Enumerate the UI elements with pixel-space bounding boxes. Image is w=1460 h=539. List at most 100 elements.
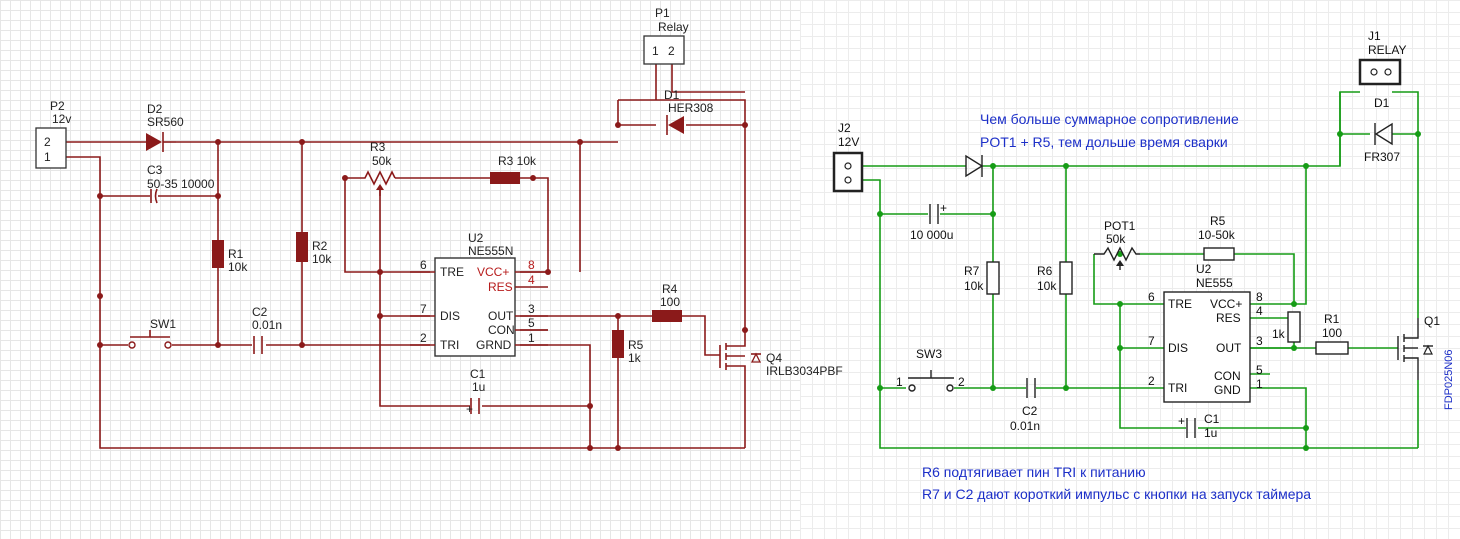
c3-value: 50-35 10000 xyxy=(147,177,215,191)
r5-resistor: R5 1k xyxy=(612,330,644,365)
u2-pin6-num: 6 xyxy=(420,258,427,272)
pot1-value: 50k xyxy=(1106,232,1126,246)
u2-pin7-num: 7 xyxy=(420,302,427,316)
sw3-pin1: 1 xyxy=(896,375,903,389)
r3pot-ref: R3 xyxy=(370,140,386,154)
u2-ne555: U2 NE555 6 TRE 7 DIS 2 TRI 8 VCC+ 4 RES … xyxy=(1148,262,1263,403)
q4-ref: Q4 xyxy=(766,351,782,365)
c-main-value: 10 000u xyxy=(910,228,953,242)
r6-ref: R6 xyxy=(1037,264,1053,278)
j2-connector: J2 12V xyxy=(832,121,864,193)
r4-ref: R4 xyxy=(662,282,678,296)
r6-value: 10k xyxy=(1037,279,1057,293)
c1r-value: 1u xyxy=(1204,426,1217,440)
sw1-button: SW1 xyxy=(128,317,176,349)
r7-resistor: R7 10k xyxy=(964,261,1000,295)
r1-value: 10k xyxy=(228,260,248,274)
r3-resistor: R3 10k xyxy=(490,154,537,184)
left-junctions xyxy=(97,122,748,451)
c3-capacitor: C3 50-35 10000 xyxy=(147,163,215,204)
c1-ref: C1 xyxy=(470,367,486,381)
r6-resistor: R6 10k xyxy=(1037,261,1073,295)
r1-ref: R1 xyxy=(228,247,244,261)
c2r-ref: C2 xyxy=(1022,404,1038,418)
u2-pin4-num: 4 xyxy=(528,273,535,287)
r4-resistor: R4 100 xyxy=(652,282,682,322)
c2-right-capacitor: C2 0.01n xyxy=(1010,378,1040,433)
j1-ref: J1 xyxy=(1368,29,1381,43)
c2r-value: 0.01n xyxy=(1010,419,1040,433)
d1r-value: FR307 xyxy=(1364,150,1400,164)
u2-pin8-name: VCC+ xyxy=(477,265,509,279)
u2-pin6-name: TRE xyxy=(440,265,464,279)
r5r-value: 10-50k xyxy=(1198,228,1236,242)
r4-value: 100 xyxy=(660,295,680,309)
note-top-line2: POT1 + R5, тем дольше время сварки xyxy=(980,134,1228,150)
u2r-pin4-num: 4 xyxy=(1256,304,1263,318)
d2-diode: D2 SR560 xyxy=(128,102,184,152)
c-main-capacitor: + 10 000u xyxy=(910,201,953,242)
r5-value: 1k xyxy=(628,351,642,365)
r2-value: 10k xyxy=(312,252,332,266)
pot1-potentiometer: POT1 50k xyxy=(1094,219,1140,270)
j1-relay-connector: J1 RELAY xyxy=(1358,29,1406,86)
u2-pin3-num: 3 xyxy=(528,302,535,316)
u2r-pin8-name: VCC+ xyxy=(1210,297,1242,311)
u2-pin1-name: GRND xyxy=(476,338,512,352)
sw1-ref: SW1 xyxy=(150,317,176,331)
p2-pin1: 1 xyxy=(44,150,51,164)
u2r-pin7-num: 7 xyxy=(1148,334,1155,348)
r2-resistor: R2 10k xyxy=(296,232,332,266)
note-top: Чем больше суммарное сопротивление POT1 … xyxy=(980,111,1239,150)
u2-pin4-name: RES xyxy=(488,280,513,294)
u2r-value: NE555 xyxy=(1196,276,1233,290)
r3-potentiometer: R3 50k xyxy=(345,140,396,196)
d1-right-diode: D1 FR307 xyxy=(1364,96,1400,164)
r3-label: R3 10k xyxy=(498,154,537,168)
c2-value: 0.01n xyxy=(252,318,282,332)
u2r-pin3-name: OUT xyxy=(1216,341,1242,355)
c1r-plus: + xyxy=(1178,414,1185,428)
q4-mosfet: Q4 IRLB3034PBF xyxy=(719,330,843,380)
c1-capacitor: + C1 1u xyxy=(466,367,486,416)
pot1-ref: POT1 xyxy=(1104,219,1136,233)
c2-capacitor: C2 0.01n xyxy=(252,305,282,354)
input-diode xyxy=(965,154,984,178)
sw3-button: SW3 1 2 xyxy=(896,347,965,392)
note-bottom: R6 подтягивает пин TRI к питанию R7 и C2… xyxy=(922,464,1311,502)
u2r-pin1-num: 1 xyxy=(1256,377,1263,391)
u2-pin1-num: 1 xyxy=(528,331,535,345)
r2-ref: R2 xyxy=(312,239,328,253)
u2r-pin1-name: GND xyxy=(1214,383,1241,397)
q1-mosfet: Q1 FDP025N06 xyxy=(1397,314,1455,410)
j2-ref: J2 xyxy=(838,121,851,135)
d1-ref: D1 xyxy=(664,88,680,102)
u2r-pin5-num: 5 xyxy=(1256,363,1263,377)
u2r-pin7-name: DIS xyxy=(1168,341,1188,355)
d2-value: SR560 xyxy=(147,115,184,129)
c-main-plus: + xyxy=(940,201,947,215)
u2r-pin6-num: 6 xyxy=(1148,290,1155,304)
r3pot-value: 50k xyxy=(372,154,392,168)
d1r-ref: D1 xyxy=(1374,96,1390,110)
u2r-pin8-num: 8 xyxy=(1256,290,1263,304)
p2-connector: P2 12v 2 1 xyxy=(35,99,71,169)
u2r-pin6-name: TRE xyxy=(1168,297,1192,311)
left-schematic: P2 12v 2 1 D2 SR560 C3 50-35 10000 xyxy=(35,6,843,451)
u2r-pin2-name: TRI xyxy=(1168,381,1187,395)
q1-value: FDP025N06 xyxy=(1443,349,1455,410)
note-bottom-line1: R6 подтягивает пин TRI к питанию xyxy=(922,464,1146,480)
note-bottom-line2: R7 и C2 дают короткий импульс с кнопки н… xyxy=(922,486,1311,502)
r1r-value: 100 xyxy=(1322,326,1342,340)
p1-ref: P1 xyxy=(655,6,670,20)
p2-pin2: 2 xyxy=(44,135,51,149)
c1-right-capacitor: + C1 1u xyxy=(1178,412,1220,440)
d2-ref: D2 xyxy=(147,102,163,116)
d1-value: HER308 xyxy=(668,101,714,115)
u2-pin7-name: DIS xyxy=(440,309,460,323)
u2-pin3-name: OUT xyxy=(488,309,514,323)
u2-pin5-num: 5 xyxy=(528,316,535,330)
j2-value: 12V xyxy=(838,135,859,149)
